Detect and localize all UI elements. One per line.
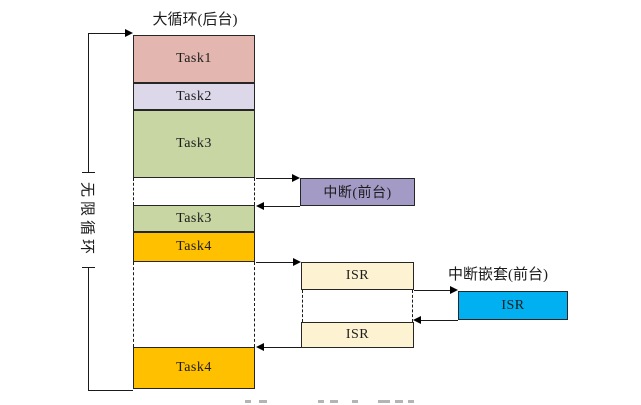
task-box-task3-short: Task3 (133, 205, 255, 232)
arrow-line-from-interrupt (264, 206, 300, 207)
cropped-caption-fragment (395, 400, 403, 403)
task-box-task3-long: Task3 (133, 110, 255, 178)
loop-label: 无限循环 (78, 181, 95, 259)
task-box-task4-short: Task4 (133, 232, 255, 262)
isr-dashed-connector-right (412, 290, 413, 322)
stack-gap-interrupt (133, 178, 255, 205)
cropped-caption-fragment (259, 400, 267, 403)
loop-arrowhead-into-stack (125, 29, 133, 37)
cropped-caption-fragment (318, 400, 324, 403)
cropped-caption-fragment (408, 400, 414, 403)
arrow-line-to-isr1 (256, 262, 294, 263)
arrowhead-from-interrupt (256, 202, 264, 210)
cropped-caption-fragment (352, 400, 358, 403)
loop-line-bottom (88, 390, 133, 391)
arrow-line-to-nested-isr (414, 290, 451, 291)
arrowhead-from-isr2 (256, 343, 264, 351)
arrow-line-to-interrupt (256, 178, 293, 179)
task-box-task2: Task2 (133, 83, 255, 110)
cropped-caption-fragment (378, 400, 390, 403)
arrow-line-from-nested-isr (421, 320, 458, 321)
arrowhead-to-nested-isr (450, 286, 458, 294)
isr-box-bottom: ISR (301, 322, 414, 348)
isr-dashed-connector-left (302, 290, 303, 322)
cropped-caption-fragment (330, 400, 338, 403)
stack-gap-isr (133, 262, 255, 347)
stack-title: 大循环(后台) (152, 12, 238, 28)
cropped-caption-fragment (245, 400, 251, 403)
arrowhead-from-nested-isr (413, 316, 421, 324)
interrupt-box: 中断(前台) (300, 178, 415, 206)
arrowhead-to-isr1 (293, 258, 301, 266)
isr-box-top: ISR (301, 262, 414, 290)
task-box-task1: Task1 (133, 35, 255, 83)
arrow-line-from-isr2 (264, 347, 301, 348)
loop-line-top (88, 33, 127, 34)
loop-line-vertical-upper (88, 33, 89, 172)
task-box-task4-long: Task4 (133, 347, 255, 389)
loop-tick-top (82, 172, 95, 173)
nested-interrupt-title: 中断嵌套(前台) (448, 267, 548, 283)
nested-isr-box: ISR (458, 291, 568, 320)
arrowhead-to-interrupt (292, 174, 300, 182)
loop-line-vertical-lower (88, 267, 89, 390)
